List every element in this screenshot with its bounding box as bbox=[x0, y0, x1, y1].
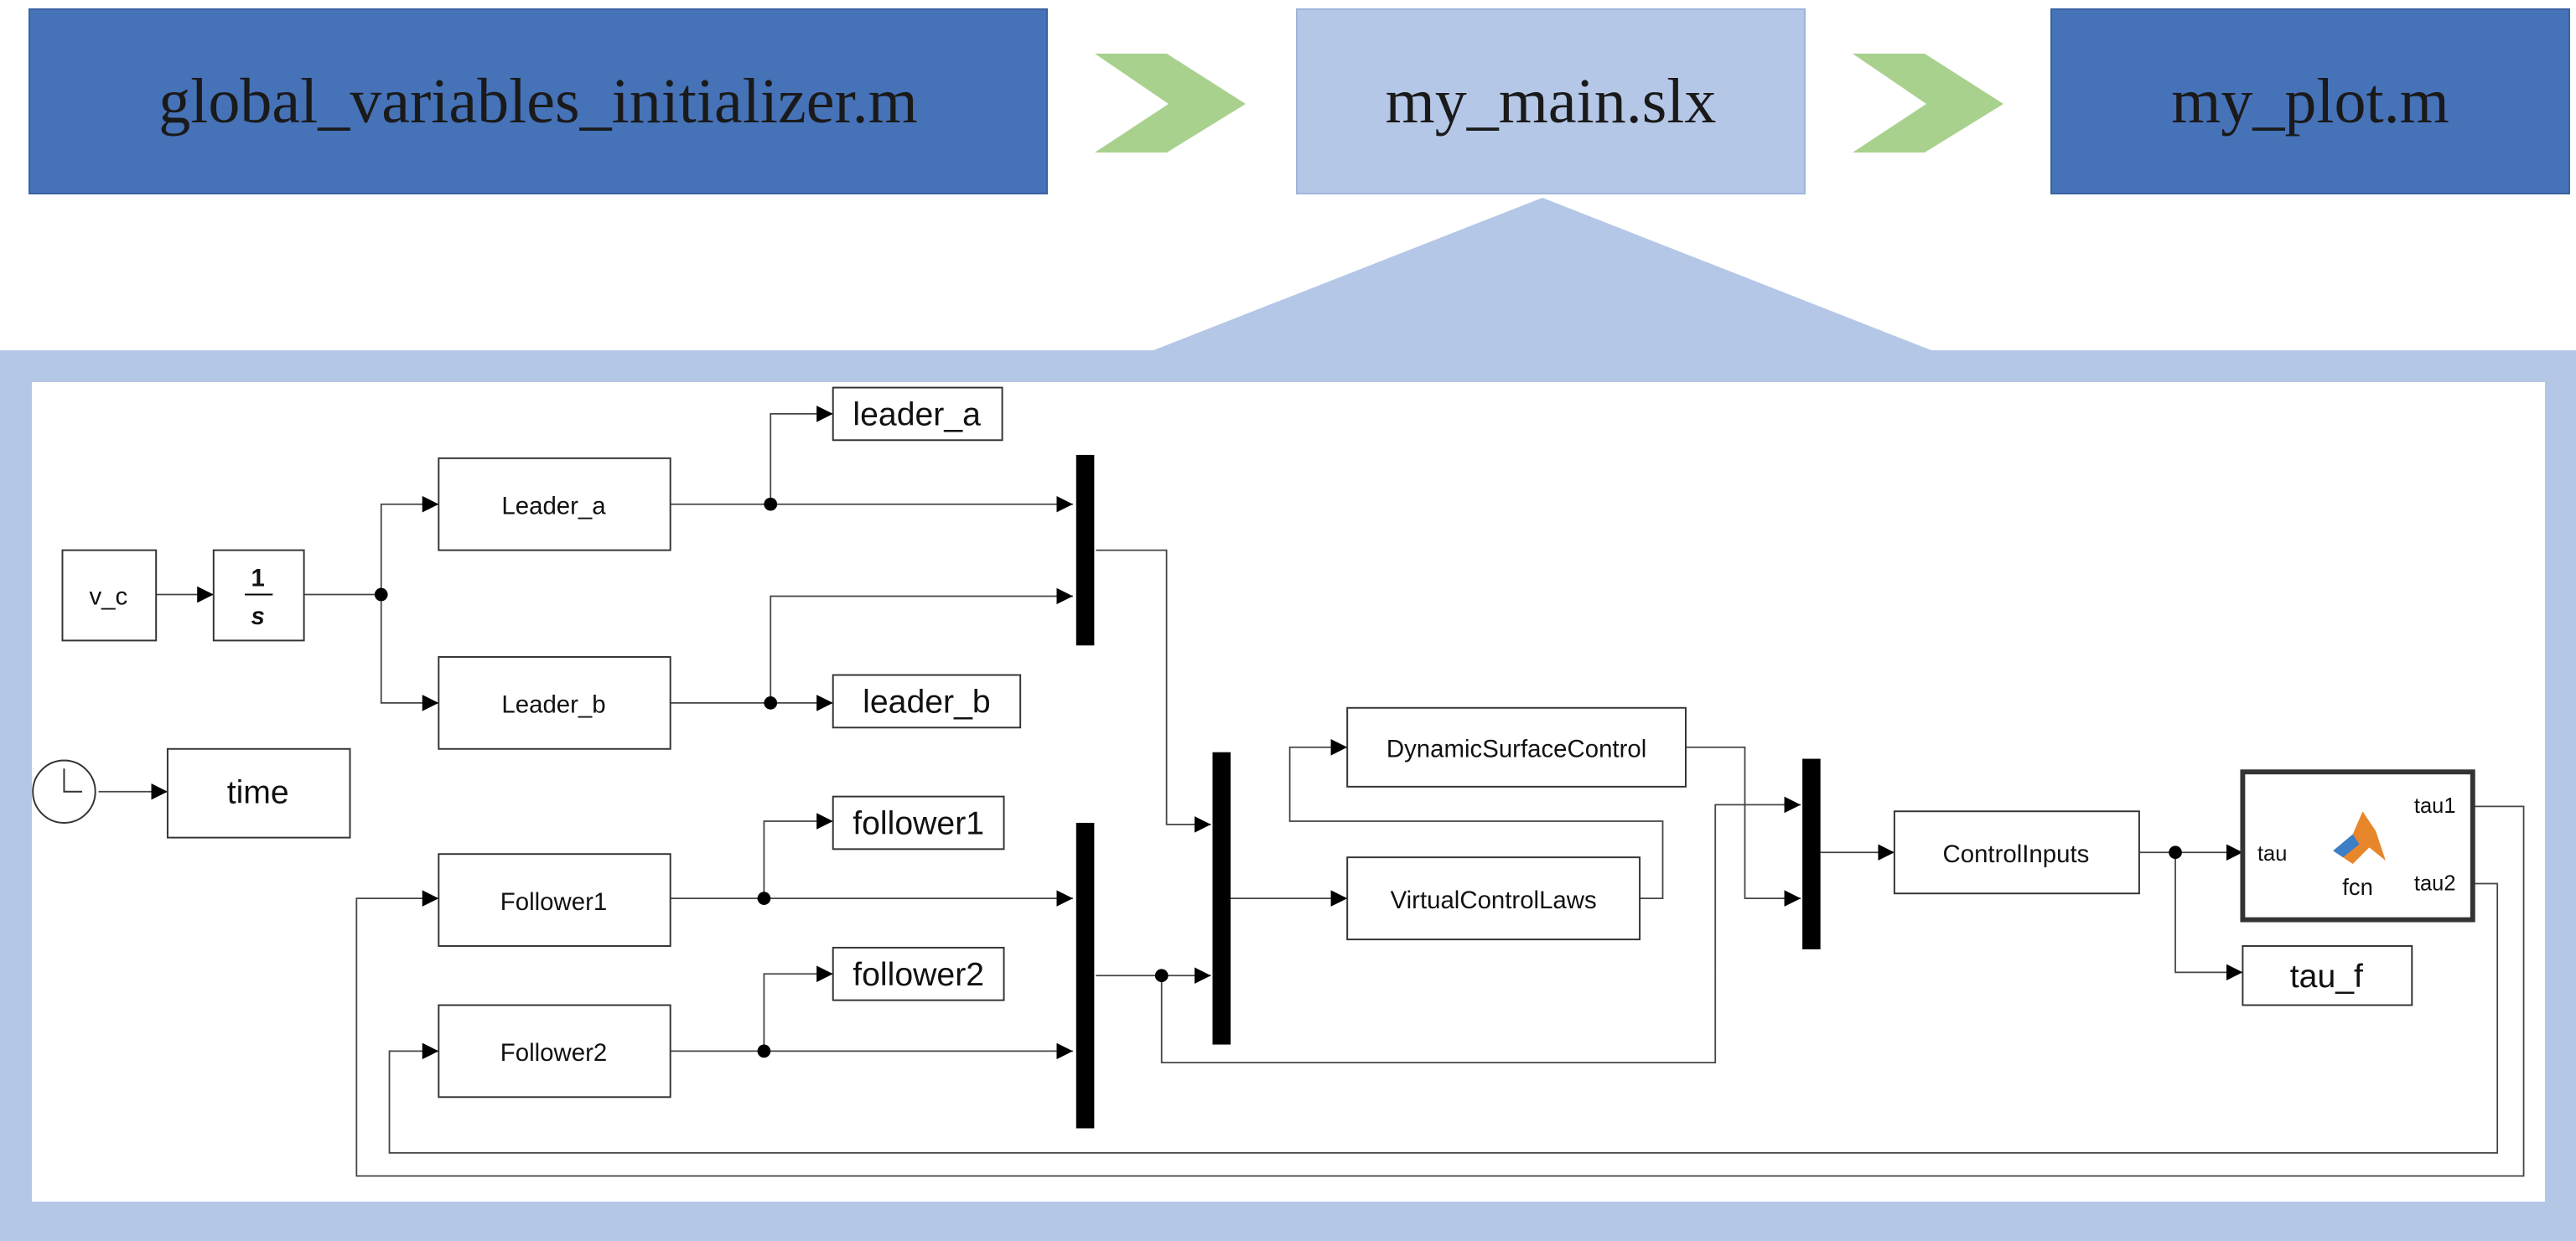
mux-bar-followers bbox=[1075, 822, 1095, 1129]
mux-bar-states bbox=[1212, 752, 1231, 1045]
junction-dot bbox=[764, 497, 778, 511]
tau-f-scope[interactable] bbox=[2242, 944, 2413, 1006]
leader-b-scope[interactable] bbox=[832, 674, 1022, 729]
leader-a-scope-label: leader_a bbox=[853, 397, 981, 433]
control-inputs-label: ControlInputs bbox=[1943, 840, 2090, 868]
tau-f-scope-label: tau_f bbox=[2290, 959, 2363, 995]
fcn-label: fcn bbox=[2342, 874, 2373, 900]
integrator-denominator: s bbox=[251, 602, 265, 630]
follower2-scope-label: follower2 bbox=[853, 957, 984, 993]
follower1-label: Follower1 bbox=[500, 888, 607, 916]
vcl-label: VirtualControlLaws bbox=[1391, 887, 1597, 914]
leader-b-label: Leader_b bbox=[501, 691, 605, 719]
chevron-right-icon bbox=[1853, 54, 2003, 153]
follower2-block[interactable] bbox=[438, 1004, 671, 1099]
leader-b-block[interactable] bbox=[438, 656, 671, 750]
chevron-right-icon bbox=[1095, 54, 1246, 153]
simulink-model: v_c 1 s Leader_a Leader_b leader_a leade… bbox=[32, 386, 2525, 1177]
step1-label: global_variables_initializer.m bbox=[158, 65, 918, 137]
step-my-main: my_main.slx bbox=[1296, 8, 1806, 194]
follower1-scope[interactable] bbox=[832, 795, 1005, 851]
follower2-label: Follower2 bbox=[500, 1039, 607, 1067]
step3-label: my_plot.m bbox=[2171, 65, 2449, 137]
clock-icon[interactable] bbox=[32, 759, 96, 824]
junction-dot bbox=[2169, 845, 2182, 860]
leader-a-label: Leader_a bbox=[501, 492, 606, 520]
vcl-block[interactable] bbox=[1346, 856, 1641, 941]
time-scope-label: time bbox=[227, 774, 289, 810]
junction-dot bbox=[374, 587, 388, 602]
junction-dot bbox=[1154, 969, 1169, 983]
zoom-frame bbox=[0, 198, 2576, 1241]
step-my-plot: my_plot.m bbox=[2050, 8, 2570, 194]
fcn-output-port-1: tau1 bbox=[2414, 794, 2456, 818]
follower1-block[interactable] bbox=[438, 853, 671, 947]
matlab-logo-icon bbox=[2333, 811, 2386, 864]
follower1-scope-label: follower1 bbox=[853, 806, 984, 842]
dsc-block[interactable] bbox=[1346, 706, 1687, 788]
leader-a-block[interactable] bbox=[438, 457, 671, 551]
leader-b-scope-label: leader_b bbox=[863, 685, 991, 721]
integrator-numerator: 1 bbox=[251, 565, 265, 592]
mux-bar-leaders bbox=[1075, 454, 1095, 646]
fcn-output-port-2: tau2 bbox=[2414, 871, 2456, 895]
mux-bar-laws bbox=[1802, 758, 1821, 949]
step2-label: my_main.slx bbox=[1385, 65, 1717, 137]
junction-dot bbox=[764, 696, 778, 710]
vc-label: v_c bbox=[89, 582, 127, 610]
control-inputs-block[interactable] bbox=[1893, 810, 2140, 895]
step-global-variables-initializer: global_variables_initializer.m bbox=[29, 8, 1048, 194]
leader-a-scope[interactable] bbox=[832, 386, 1003, 442]
time-scope[interactable] bbox=[166, 747, 351, 839]
junction-dot bbox=[757, 1044, 771, 1058]
junction-dot bbox=[757, 892, 771, 905]
follower2-scope[interactable] bbox=[832, 946, 1005, 1001]
dsc-label: DynamicSurfaceControl bbox=[1386, 736, 1646, 763]
vc-block[interactable] bbox=[61, 549, 158, 642]
fcn-input-port: tau bbox=[2257, 842, 2287, 866]
